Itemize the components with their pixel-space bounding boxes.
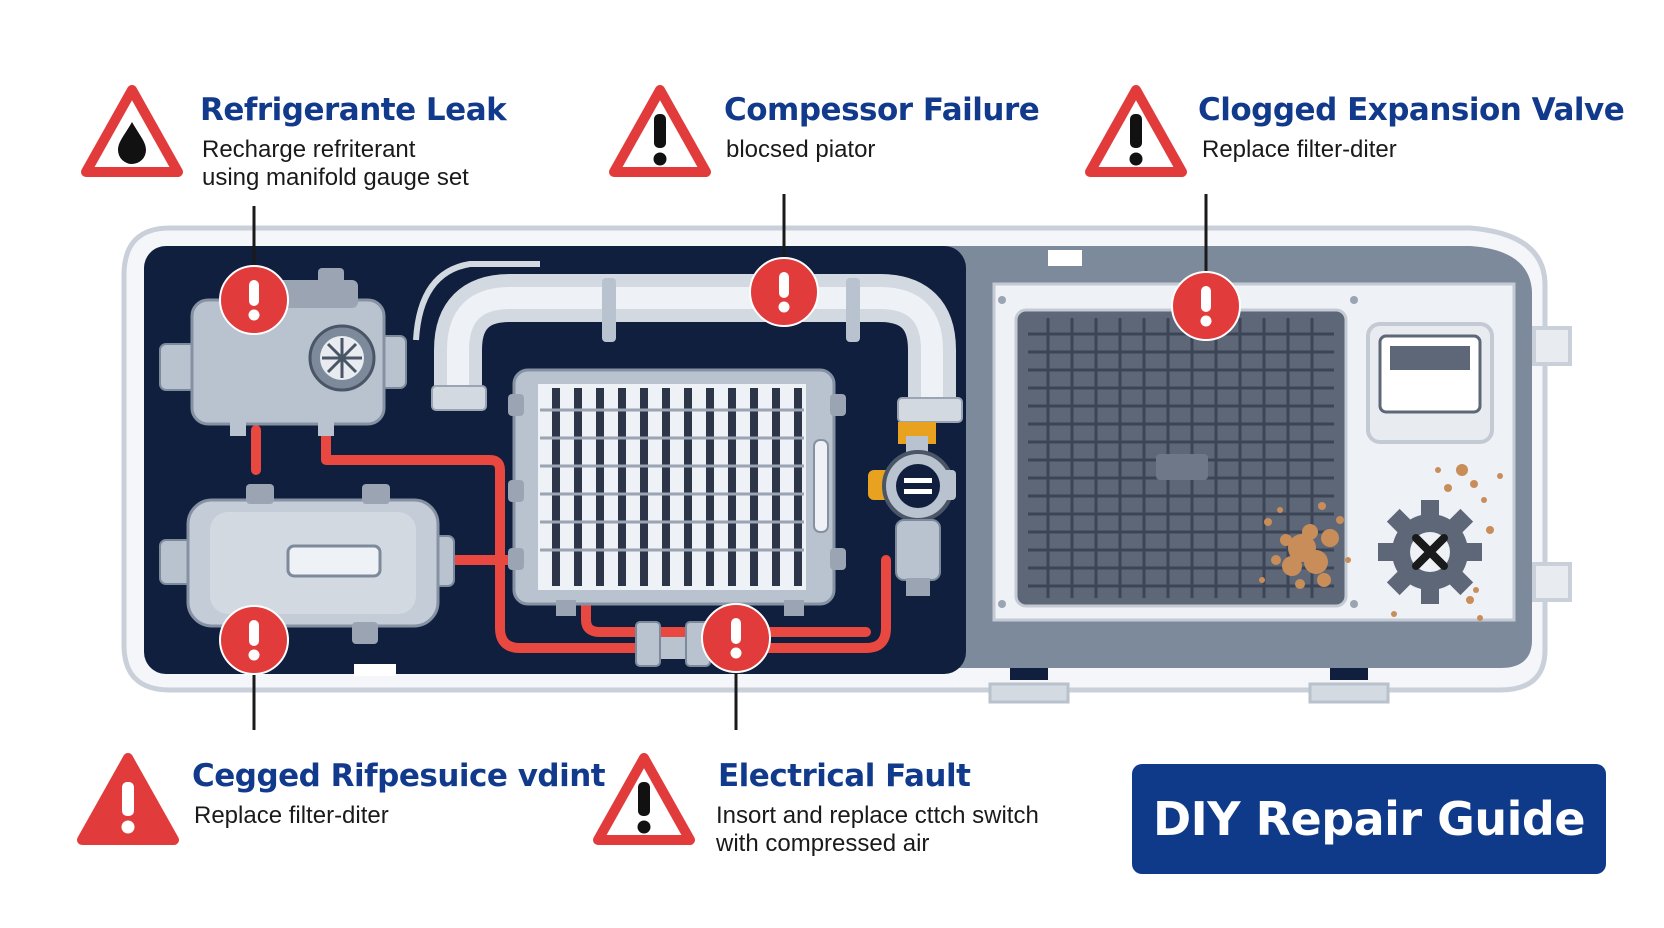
callout-title: Refrigerante Leak (200, 92, 507, 128)
suction-pipe (413, 261, 963, 423)
warning-marker-valve[interactable] (219, 605, 289, 675)
callout-cegged-valve: Cegged Rifpesuice vdint Replace filter-d… (76, 752, 606, 852)
exclamation-icon (1085, 85, 1187, 177)
condenser-section (992, 282, 1516, 622)
leader-lines (252, 194, 1208, 730)
callout-description: Replace filter-diter (194, 802, 389, 829)
callout-title: Cegged Rifpesuice vdint (192, 758, 606, 794)
droplet-icon (81, 85, 183, 177)
gear-icon (1378, 500, 1482, 604)
exclamation-icon (593, 753, 695, 845)
exclamation-icon (609, 85, 711, 177)
debris-particles (1259, 464, 1503, 621)
callout-clogged-expansion-valve: Clogged Expansion Valve Replace filter-d… (1084, 84, 1625, 184)
expansion-valve (868, 422, 956, 596)
callout-title: Compessor Failure (724, 92, 1040, 128)
callout-description: Insort and replace cttch switch with com… (716, 802, 1039, 857)
badge-label: DIY Repair Guide (1152, 792, 1586, 846)
warning-marker-refrigerant-leak[interactable] (219, 265, 289, 335)
callout-electrical-fault: Electrical Fault Insort and replace cttc… (592, 752, 1092, 872)
callout-description: Replace filter-diter (1202, 136, 1397, 163)
callout-description: blocsed piator (726, 136, 876, 163)
callout-description: Recharge refriterant using manifold gaug… (202, 136, 469, 191)
warning-marker-compressor-failure[interactable] (749, 257, 819, 327)
warning-marker-electrical-fault[interactable] (701, 603, 771, 673)
exclamation-icon (77, 753, 179, 845)
callout-title: Clogged Expansion Valve (1198, 92, 1625, 128)
callout-refrigerant-leak: Refrigerante Leak Recharge refriterant u… (80, 84, 600, 204)
receiver-tank (159, 484, 455, 676)
evaporator-coil (508, 368, 846, 616)
diy-repair-guide-badge: DIY Repair Guide (1132, 764, 1606, 874)
warning-marker-expansion-valve[interactable] (1171, 271, 1241, 341)
callout-compressor-failure: Compessor Failure blocsed piator (608, 84, 1048, 184)
callout-title: Electrical Fault (718, 758, 971, 794)
